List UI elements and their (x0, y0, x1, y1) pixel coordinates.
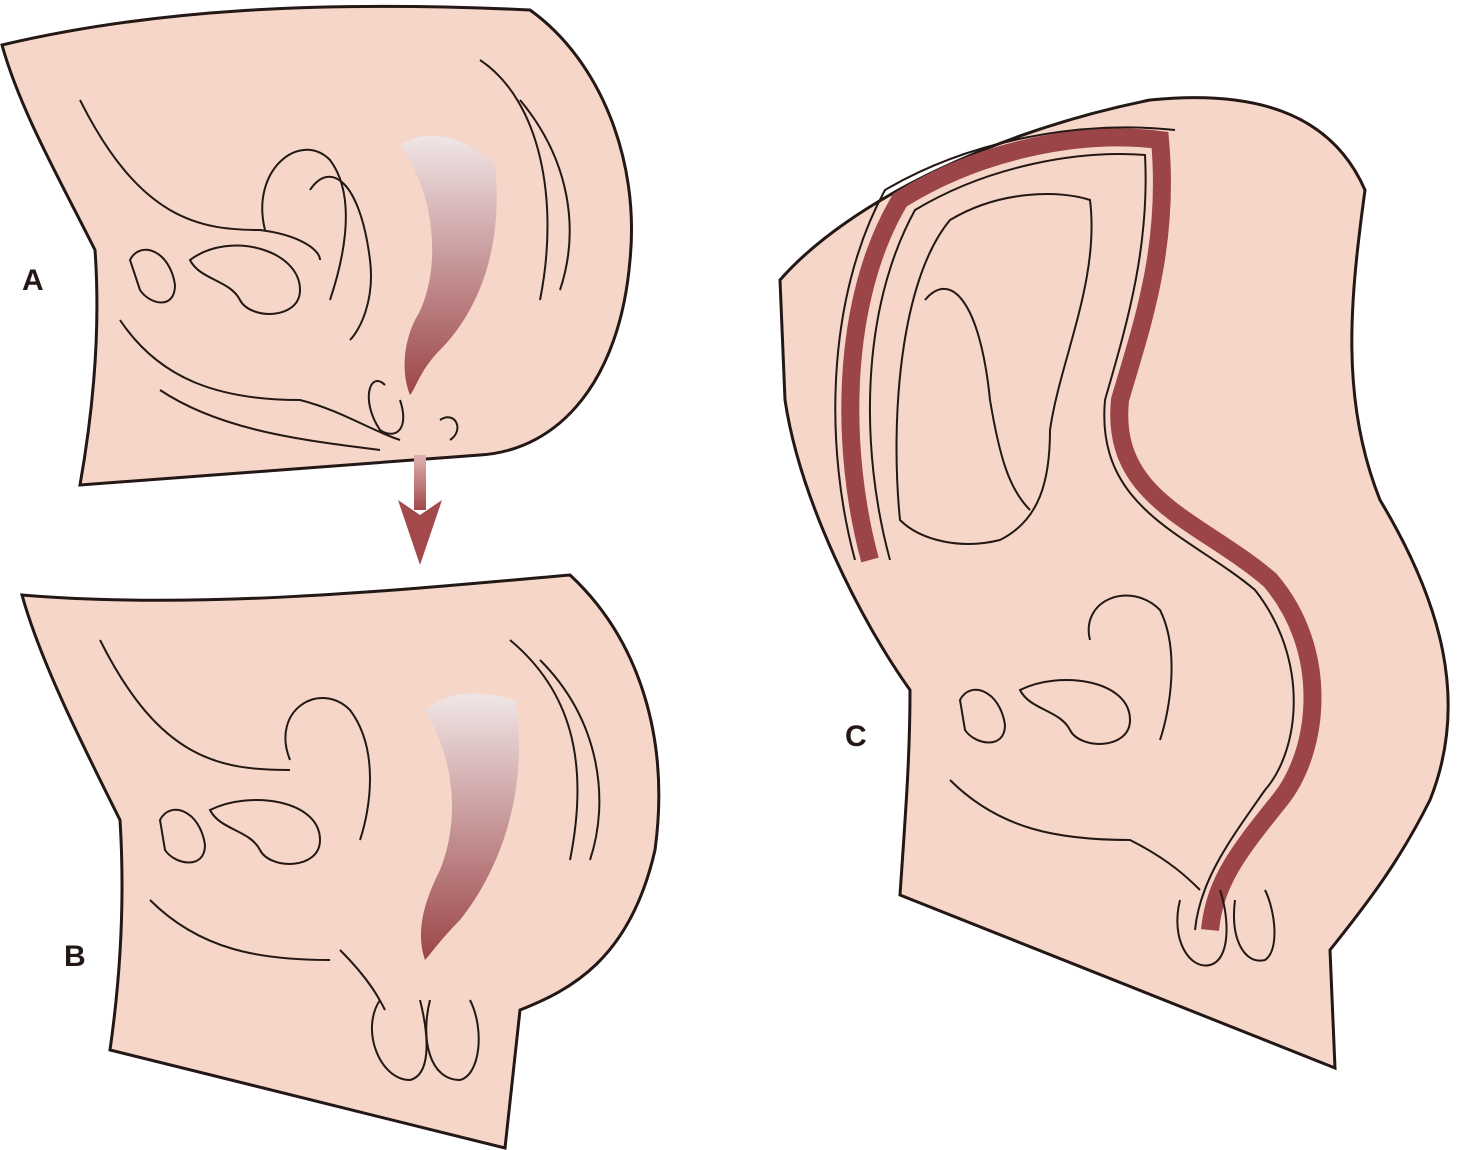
panel-a-illustration (0, 4, 634, 487)
panel-c-body (778, 96, 1450, 1071)
panel-label-c: C (845, 720, 867, 753)
prolapse-arrow-icon (398, 455, 442, 565)
panel-a-body (0, 4, 634, 487)
panel-label-b: B (64, 940, 86, 973)
panel-label-a: A (22, 264, 44, 297)
panel-a-vagina-shaded (400, 135, 497, 395)
panel-b-illustration (19, 573, 661, 1150)
panel-b-vagina-shaded (420, 693, 519, 960)
panel-c-illustration (778, 96, 1450, 1071)
panel-c-prolapse-layers (834, 126, 1322, 932)
panel-b-body (19, 573, 661, 1150)
